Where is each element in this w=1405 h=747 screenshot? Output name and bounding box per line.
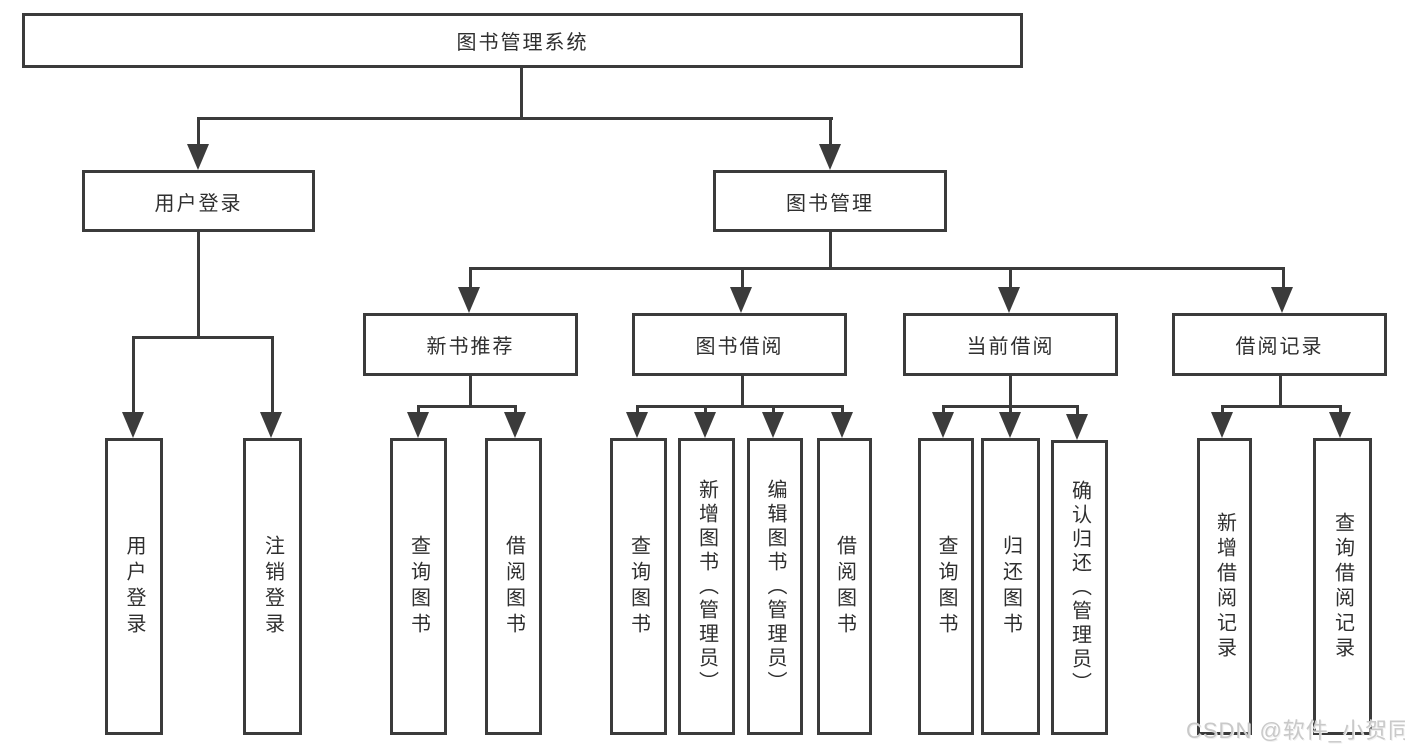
connector-level1-rail <box>197 117 833 120</box>
arrow-down-icon <box>932 412 954 438</box>
leaf-borrow-book-recommend-label: 借阅图书 <box>502 534 525 639</box>
arrow-down-icon <box>1066 414 1088 440</box>
connector-level2-drop <box>469 267 472 289</box>
arrow-down-icon <box>998 287 1020 313</box>
leaf-add-book-admin: 新增图书（管理员） <box>678 438 735 735</box>
connector-level2-drop <box>1282 267 1285 289</box>
leaf-add-borrow-record-label: 新增借阅记录 <box>1213 511 1236 662</box>
arrow-down-icon <box>999 412 1021 438</box>
connector-br-stem <box>1279 374 1282 408</box>
leaf-add-book-admin-label: 新增图书（管理员） <box>695 478 718 695</box>
node-book-borrowing: 图书借阅 <box>632 313 847 376</box>
leaf-query-book-recommend-label: 查询图书 <box>407 534 430 639</box>
leaf-confirm-return-admin-label: 确认归还（管理员） <box>1068 479 1091 696</box>
connector-leaf-drop <box>271 336 274 414</box>
leaf-query-borrow-record-label: 查询借阅记录 <box>1331 511 1354 662</box>
connector-br-rail <box>1221 405 1341 408</box>
arrow-down-icon <box>122 412 144 438</box>
leaf-logout-label: 注销登录 <box>261 534 284 639</box>
leaf-query-book-recommend: 查询图书 <box>390 438 447 735</box>
leaf-add-borrow-record: 新增借阅记录 <box>1197 438 1252 735</box>
node-book-borrowing-label: 图书借阅 <box>695 336 784 358</box>
arrow-down-icon <box>1271 287 1293 313</box>
arrow-down-icon <box>260 412 282 438</box>
node-current-borrowing: 当前借阅 <box>903 313 1118 376</box>
connector-leaf-drop <box>1076 405 1079 417</box>
node-user-login-label: 用户登录 <box>154 192 243 215</box>
leaf-return-book-label: 归还图书 <box>999 534 1022 639</box>
connector-nbr-stem <box>469 374 472 408</box>
arrow-down-icon <box>504 412 526 438</box>
leaf-query-book-borrowing-label: 查询图书 <box>627 534 650 639</box>
connector-root-stem <box>520 66 523 120</box>
node-book-management-label: 图书管理 <box>786 192 874 215</box>
leaf-query-book-current: 查询图书 <box>918 438 974 735</box>
csdn-watermark: CSDN @软件_小贺同学 <box>1186 718 1405 743</box>
leaf-edit-book-admin-label: 编辑图书（管理员） <box>764 478 786 695</box>
connector-leaf-drop <box>514 405 517 415</box>
arrow-down-icon <box>831 412 853 438</box>
node-root: 图书管理系统 <box>22 13 1023 68</box>
node-new-book-recommend: 新书推荐 <box>363 313 578 376</box>
node-borrowing-records-label: 借阅记录 <box>1235 336 1324 358</box>
connector-user-login-stem <box>197 230 200 336</box>
connector-leaf-drop <box>704 405 707 415</box>
connector-leaf-drop <box>772 405 775 415</box>
node-root-label: 图书管理系统 <box>456 32 589 54</box>
connector-book-mgmt-stem <box>829 230 832 270</box>
arrow-down-icon <box>458 287 480 313</box>
arrow-down-icon <box>1329 412 1351 438</box>
arrow-down-icon <box>1211 412 1233 438</box>
leaf-edit-book-admin: 编辑图书（管理员） <box>747 438 803 735</box>
node-borrowing-records: 借阅记录 <box>1172 313 1387 376</box>
leaf-user-login-label: 用户登录 <box>123 534 145 639</box>
arrow-down-icon <box>694 412 716 438</box>
connector-leaf-drop <box>1009 405 1012 415</box>
arrow-down-icon <box>819 144 841 170</box>
connector-book-mgmt-drop <box>829 117 832 146</box>
connector-leaf-drop <box>1221 405 1224 415</box>
node-book-management: 图书管理 <box>713 170 947 232</box>
connector-level2-drop <box>1009 267 1012 289</box>
leaf-return-book: 归还图书 <box>981 438 1040 735</box>
node-current-borrowing-label: 当前借阅 <box>966 336 1055 358</box>
arrow-down-icon <box>762 412 784 438</box>
leaf-query-book-borrowing: 查询图书 <box>610 438 667 735</box>
leaf-query-book-current-label: 查询图书 <box>935 534 957 639</box>
leaf-borrow-book-recommend: 借阅图书 <box>485 438 542 735</box>
connector-user-login-drop <box>197 117 200 146</box>
connector-level2-rail <box>469 267 1285 270</box>
leaf-borrow-book-borrowing: 借阅图书 <box>817 438 872 735</box>
arrow-down-icon <box>407 412 429 438</box>
connector-leaf-drop <box>417 405 420 415</box>
connector-leaf-drop <box>841 405 844 415</box>
connector-bb-stem <box>741 374 744 408</box>
connector-user-login-rail <box>132 336 274 339</box>
node-new-book-recommend-label: 新书推荐 <box>426 336 515 358</box>
connector-level2-drop <box>741 267 744 289</box>
leaf-borrow-book-borrowing-label: 借阅图书 <box>833 534 856 639</box>
connector-leaf-drop <box>132 336 135 414</box>
arrow-down-icon <box>730 287 752 313</box>
leaf-user-login: 用户登录 <box>105 438 163 735</box>
leaf-confirm-return-admin: 确认归还（管理员） <box>1051 440 1108 735</box>
connector-leaf-drop <box>1339 405 1342 415</box>
connector-leaf-drop <box>636 405 639 415</box>
connector-cb-stem <box>1009 374 1012 408</box>
arrow-down-icon <box>626 412 648 438</box>
connector-bb-rail <box>636 405 844 408</box>
node-user-login: 用户登录 <box>82 170 315 232</box>
arrow-down-icon <box>187 144 209 170</box>
connector-nbr-rail <box>417 405 517 408</box>
connector-leaf-drop <box>942 405 945 415</box>
leaf-query-borrow-record: 查询借阅记录 <box>1313 438 1372 735</box>
leaf-logout: 注销登录 <box>243 438 302 735</box>
